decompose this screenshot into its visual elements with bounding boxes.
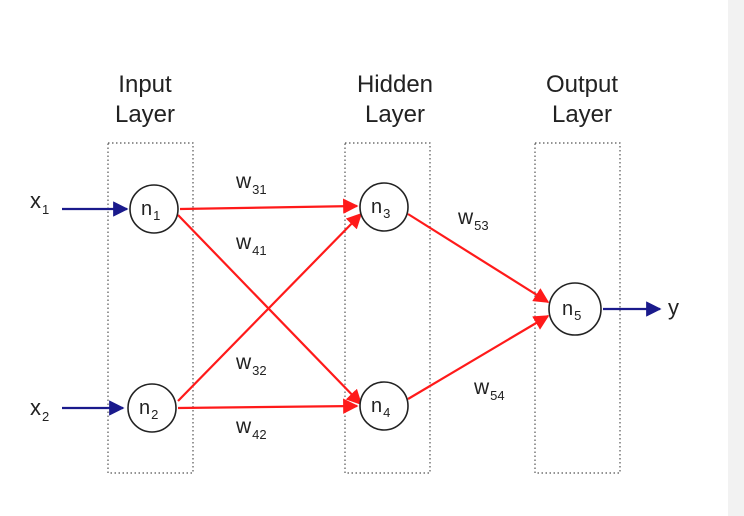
node-n2: n2 [127,383,177,433]
node-n5-label: n5 [562,298,581,323]
input-layer-title-line1: Input [118,71,172,98]
edge-n1-n4 [177,214,363,406]
edge-n4-n5 [407,315,550,400]
node-n2-label: n2 [139,397,158,422]
output-label-y: y [668,295,679,320]
input-label-x2: x2 [30,395,49,424]
edge-n2-n4 [177,398,359,414]
node-n4-label: n4 [371,395,390,420]
node-n1-label: n1 [141,198,160,223]
input-layer-box [107,142,194,474]
edge-n2-n3 [177,212,363,402]
node-n3: n3 [359,182,409,232]
input-label-x1: x1 [30,188,49,217]
node-n5: n5 [548,282,602,336]
hidden-layer-title-line2: Layer [365,101,425,128]
node-n1: n1 [129,184,179,234]
weight-label-w42: w42 [235,415,267,442]
page-edge-shade [728,0,744,516]
node-n4: n4 [359,381,409,431]
node-n3-label: n3 [371,196,390,221]
output-layer-title-line1: Output [546,71,618,98]
weight-label-w31: w31 [235,170,267,197]
weight-label-w53: w53 [457,206,489,233]
hidden-layer-box [344,142,431,474]
weight-label-w54: w54 [473,376,505,403]
output-layer-title-line2: Layer [552,101,612,128]
hidden-layer-title-line1: Hidden [357,71,433,98]
output-layer-box [534,142,621,474]
edge-n1-n3 [179,198,359,214]
weight-label-w32: w32 [235,351,267,378]
weight-label-w41: w41 [235,231,267,258]
input-layer-title-line2: Layer [115,101,175,128]
edge-n3-n5 [407,213,550,303]
